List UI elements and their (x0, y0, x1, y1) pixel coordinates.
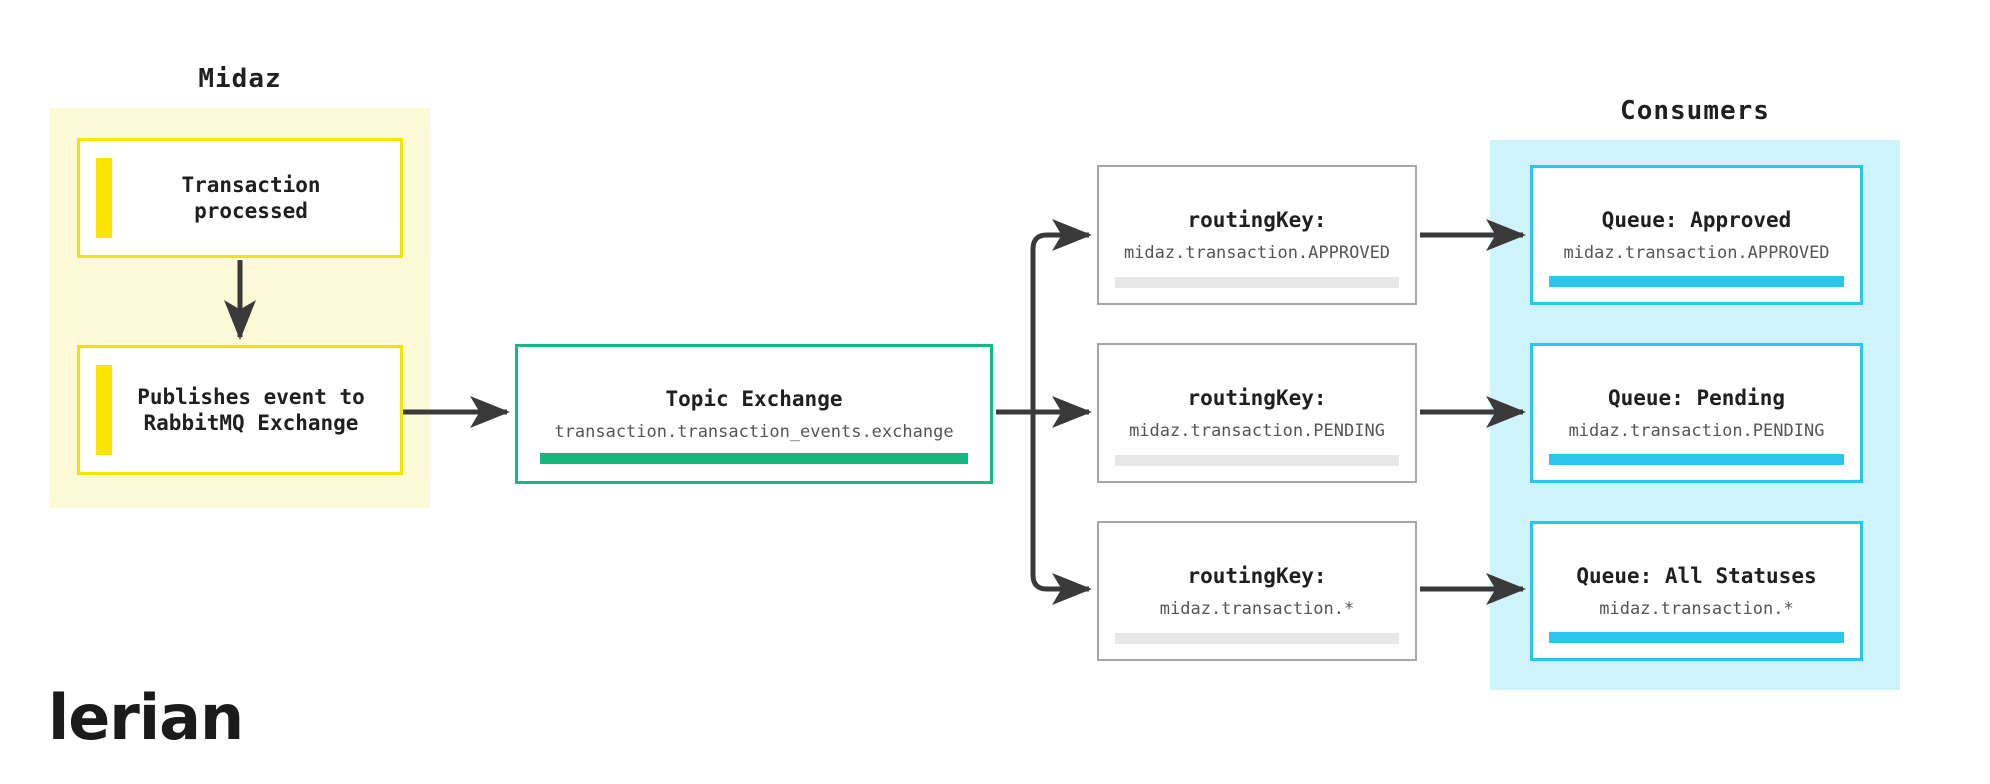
arrow-exchange-to-routing-key-all (1030, 412, 1092, 605)
accent-bar-cyan (1549, 632, 1844, 643)
node-queue-approved[interactable]: Queue: Approved midaz.transaction.APPROV… (1530, 165, 1863, 305)
node-subtitle: transaction.transaction_events.exchange (554, 421, 954, 442)
node-subtitle: midaz.transaction.APPROVED (1123, 242, 1391, 263)
group-title-consumers: Consumers (1620, 96, 1770, 126)
accent-bar-cyan (1549, 454, 1844, 465)
node-subtitle: midaz.transaction.* (1599, 598, 1794, 619)
node-routing-key-approved[interactable]: routingKey: midaz.transaction.APPROVED (1097, 165, 1417, 305)
node-title: routingKey: (1187, 386, 1327, 411)
node-subtitle: midaz.transaction.* (1159, 598, 1355, 619)
node-title: routingKey: (1187, 564, 1327, 589)
node-publishes-event[interactable]: Publishes event to RabbitMQ Exchange (77, 345, 403, 475)
node-title: Transaction processed (181, 172, 321, 223)
node-subtitle: midaz.transaction.APPROVED (1563, 242, 1830, 263)
group-title-midaz: Midaz (198, 64, 282, 94)
accent-bar-left-yellow (96, 365, 112, 455)
node-title: Queue: All Statuses (1576, 564, 1817, 589)
node-title: Queue: Pending (1607, 386, 1785, 411)
lerian-logo: lerian (48, 681, 244, 754)
accent-bar-gray (1115, 455, 1399, 466)
node-title: Topic Exchange (665, 387, 843, 412)
accent-bar-gray (1115, 277, 1399, 288)
accent-bar-gray (1115, 633, 1399, 644)
node-subtitle: midaz.transaction.PENDING (1129, 420, 1385, 441)
accent-bar-left-yellow (96, 158, 112, 238)
node-subtitle: midaz.transaction.PENDING (1568, 420, 1825, 441)
accent-bar-green (540, 453, 968, 464)
node-title: Publishes event to RabbitMQ Exchange (137, 384, 365, 435)
node-topic-exchange[interactable]: Topic Exchange transaction.transaction_e… (515, 344, 993, 484)
node-routing-key-pending[interactable]: routingKey: midaz.transaction.PENDING (1097, 343, 1417, 483)
accent-bar-cyan (1549, 276, 1844, 287)
node-title: Queue: Approved (1601, 208, 1792, 233)
arrow-exchange-to-routing-key-approved (1030, 218, 1092, 412)
node-queue-pending[interactable]: Queue: Pending midaz.transaction.PENDING (1530, 343, 1863, 483)
node-title: routingKey: (1187, 208, 1327, 233)
node-queue-all-statuses[interactable]: Queue: All Statuses midaz.transaction.* (1530, 521, 1863, 661)
node-transaction-processed[interactable]: Transaction processed (77, 138, 403, 258)
node-routing-key-all[interactable]: routingKey: midaz.transaction.* (1097, 521, 1417, 661)
